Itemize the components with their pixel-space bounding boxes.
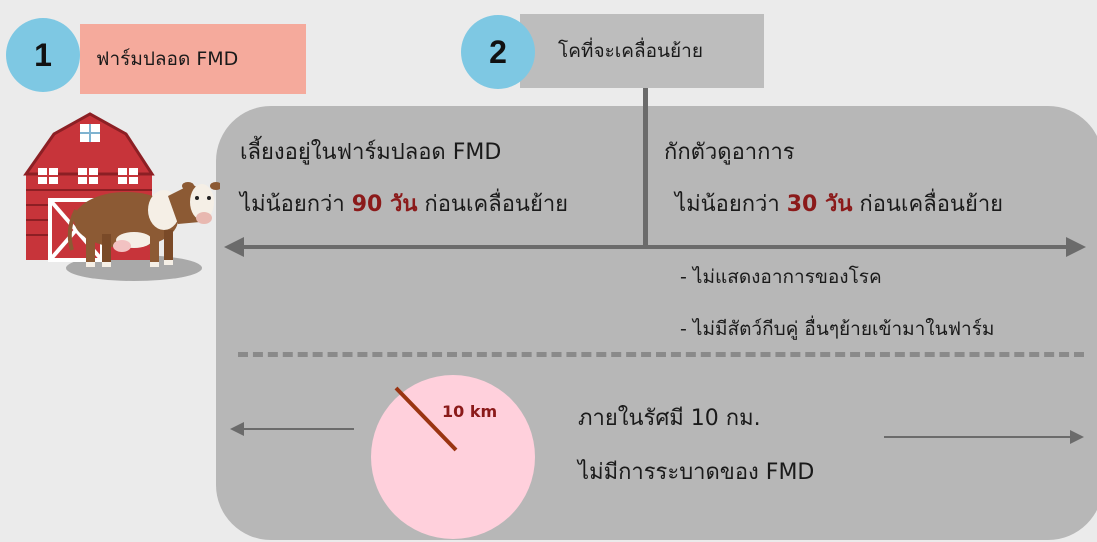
divider-line bbox=[643, 106, 648, 248]
left-line2: ไม่น้อยกว่า 90 วัน ก่อนเคลื่อนย้าย bbox=[240, 186, 568, 221]
radius-line bbox=[394, 386, 458, 452]
radius-line1: ภายในรัศมี 10 กม. bbox=[578, 406, 761, 431]
radius-label: 10 km bbox=[442, 402, 498, 421]
right-line2-prefix: ไม่น้อยกว่า bbox=[675, 192, 787, 217]
step2-label: โคที่จะเคลื่อนย้าย bbox=[558, 40, 703, 62]
right-line2-suffix: ก่อนเคลื่อนย้าย bbox=[852, 192, 1004, 217]
timeline-arrow bbox=[224, 237, 1086, 257]
step1-number: 1 bbox=[6, 18, 80, 92]
left-line2-prefix: ไม่น้อยกว่า bbox=[240, 192, 352, 217]
left-days-highlight: 90 วัน bbox=[351, 192, 418, 217]
radius-line2: ไม่มีการระบาดของ FMD bbox=[578, 460, 815, 485]
right-line2: ไม่น้อยกว่า 30 วัน ก่อนเคลื่อนย้าย bbox=[675, 186, 1003, 221]
step1-label-box: ฟาร์มปลอด FMD bbox=[80, 24, 306, 94]
right-arrow bbox=[884, 430, 1084, 444]
dashed-separator bbox=[238, 352, 1084, 357]
step2-label-box: โคที่จะเคลื่อนย้าย bbox=[520, 14, 764, 88]
right-days-highlight: 30 วัน bbox=[786, 192, 853, 217]
radius-circle bbox=[371, 375, 535, 539]
condition-item-2: - ไม่มีสัตว์กีบคู่ อื่นๆย้ายเข้ามาในฟาร์… bbox=[680, 318, 995, 340]
left-line1: เลี้ยงอยู่ในฟาร์มปลอด FMD bbox=[240, 140, 502, 165]
left-arrow bbox=[230, 422, 354, 436]
right-line1: กักตัวดูอาการ bbox=[664, 140, 795, 165]
step2-number: 2 bbox=[461, 15, 535, 89]
cow-icon bbox=[67, 182, 220, 267]
step1-label: ฟาร์มปลอด FMD bbox=[96, 48, 239, 70]
condition-item-1: - ไม่แสดงอาการของโรค bbox=[680, 266, 882, 288]
conditions-panel bbox=[216, 106, 1097, 540]
left-line2-suffix: ก่อนเคลื่อนย้าย bbox=[417, 192, 569, 217]
